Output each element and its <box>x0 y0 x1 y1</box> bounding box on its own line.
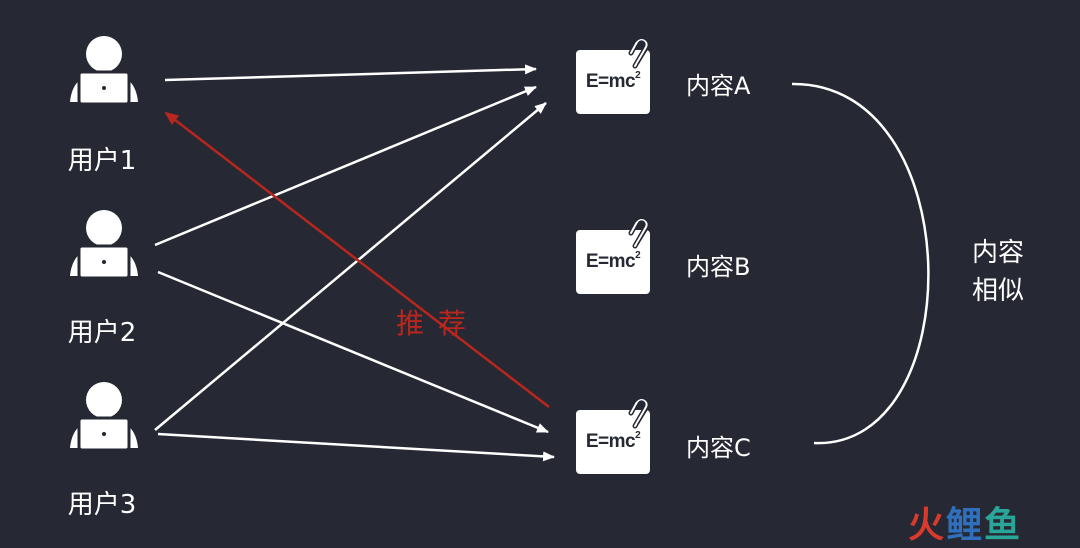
similarity-arc <box>791 82 930 445</box>
edge-user2-contentC <box>157 270 549 434</box>
content-b-formula: E=mc2 <box>585 250 641 272</box>
content-c-label: 内容C <box>686 434 751 462</box>
edge-user3-contentC <box>157 432 555 462</box>
paperclip-icon <box>628 398 650 429</box>
content-a-label: 内容A <box>686 72 751 100</box>
user-2-label: 用户2 <box>67 318 137 348</box>
watermark-char-2: 鲤 <box>946 505 985 546</box>
recommend-arrow <box>164 111 550 408</box>
user-1-label: 用户1 <box>67 146 137 176</box>
content-a-formula: E=mc2 <box>585 70 641 92</box>
watermark-char-3: 鱼 <box>984 505 1023 546</box>
edge-user3-contentA <box>154 102 547 431</box>
content-c-card: E=mc2 <box>576 398 650 474</box>
content-b-label: 内容B <box>686 253 751 281</box>
user-3-label: 用户3 <box>67 490 137 520</box>
edge-user1-contentA <box>164 64 537 82</box>
content-c-formula: E=mc2 <box>585 430 641 452</box>
similarity-label-line2: 相似 <box>971 276 1024 306</box>
similarity-label: 内容 相似 <box>958 234 1038 310</box>
paperclip-icon <box>628 38 650 69</box>
user-2-icon <box>62 206 146 290</box>
watermark-char-1: 火 <box>908 505 947 546</box>
user-1-icon <box>62 32 146 116</box>
content-a-card: E=mc2 <box>576 38 650 114</box>
edge-user2-contentA <box>154 85 537 247</box>
similarity-label-line1: 内容 <box>971 238 1024 268</box>
user-3-icon <box>62 378 146 462</box>
watermark-logo: 火鲤鱼 <box>908 496 1022 548</box>
paperclip-icon <box>628 218 650 249</box>
content-b-card: E=mc2 <box>576 218 650 294</box>
recommend-label: 推荐 <box>396 307 481 340</box>
